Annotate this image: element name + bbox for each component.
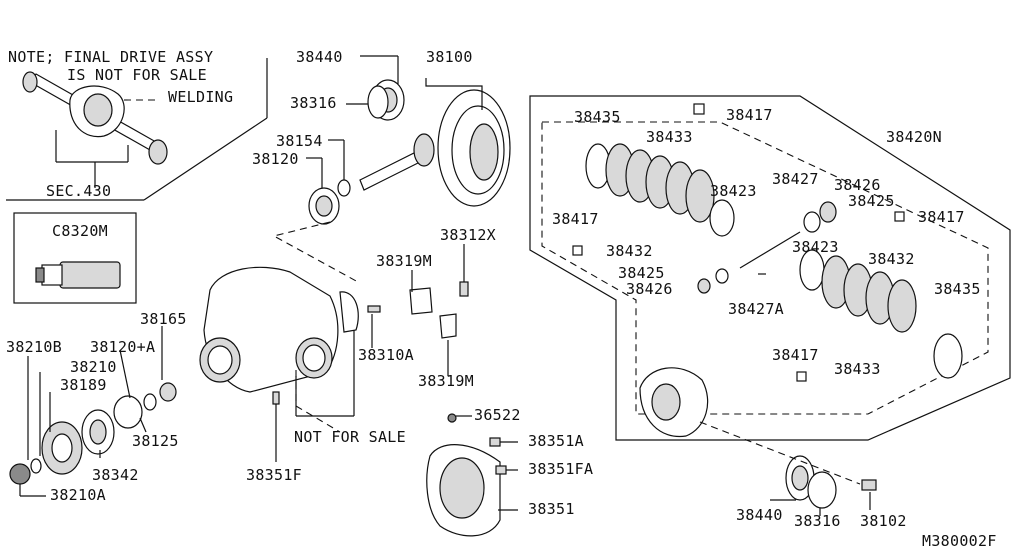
pinion-flange-group xyxy=(9,326,177,497)
not-for-sale-label: NOT FOR SALE xyxy=(294,428,406,446)
part-38351a[interactable]: 38351A xyxy=(528,432,584,450)
part-labels: 38440 38100 38316 38154 38120 38435 3841… xyxy=(6,48,997,550)
diagram-id: M380002F xyxy=(922,532,997,550)
part-38189[interactable]: 38189 xyxy=(60,376,107,394)
note-block: NOTE; FINAL DRIVE ASSY IS NOT FOR SALE W… xyxy=(8,48,233,200)
part-38432-right[interactable]: 38432 xyxy=(868,250,915,268)
tool-label: C8320M xyxy=(52,222,108,240)
note-line-2: IS NOT FOR SALE xyxy=(67,66,207,84)
part-38319m-top[interactable]: 38319M xyxy=(376,252,432,270)
part-38154[interactable]: 38154 xyxy=(276,132,323,150)
part-38426-top[interactable]: 38426 xyxy=(834,176,881,194)
part-38435-right[interactable]: 38435 xyxy=(934,280,981,298)
part-38125[interactable]: 38125 xyxy=(132,432,179,450)
part-38351fa[interactable]: 38351FA xyxy=(528,460,593,478)
note-line-1: NOTE; FINAL DRIVE ASSY xyxy=(8,48,213,66)
part-38423-top[interactable]: 38423 xyxy=(710,182,757,200)
part-38427a[interactable]: 38427A xyxy=(728,300,784,318)
diff-carrier-group xyxy=(199,244,469,462)
part-38120[interactable]: 38120 xyxy=(252,150,299,168)
lsd-assembly-group xyxy=(529,95,1011,441)
sec-430-ref[interactable]: SEC.430 xyxy=(46,182,111,200)
part-38210b[interactable]: 38210B xyxy=(6,338,62,356)
part-38432-left[interactable]: 38432 xyxy=(606,242,653,260)
part-38417-top[interactable]: 38417 xyxy=(726,106,773,124)
part-38102[interactable]: 38102 xyxy=(860,512,907,530)
part-38351[interactable]: 38351 xyxy=(528,500,575,518)
part-36522[interactable]: 36522 xyxy=(474,406,521,424)
diff-case-group xyxy=(639,367,877,516)
part-38310a[interactable]: 38310A xyxy=(358,346,414,364)
part-38100[interactable]: 38100 xyxy=(426,48,473,66)
part-38427[interactable]: 38427 xyxy=(772,170,819,188)
rear-cover-group xyxy=(426,413,518,537)
part-38440-top[interactable]: 38440 xyxy=(296,48,343,66)
part-38210a[interactable]: 38210A xyxy=(50,486,106,504)
part-38342[interactable]: 38342 xyxy=(92,466,139,484)
part-38420n[interactable]: 38420N xyxy=(886,128,942,146)
part-38165[interactable]: 38165 xyxy=(140,310,187,328)
part-38440-low[interactable]: 38440 xyxy=(736,506,783,524)
ring-gear-pinion-group xyxy=(272,55,511,283)
part-38417-low[interactable]: 38417 xyxy=(772,346,819,364)
part-38435-top[interactable]: 38435 xyxy=(574,108,621,126)
part-38316-top[interactable]: 38316 xyxy=(290,94,337,112)
part-38425-top[interactable]: 38425 xyxy=(848,192,895,210)
part-38312x[interactable]: 38312X xyxy=(440,226,496,244)
part-38210[interactable]: 38210 xyxy=(70,358,117,376)
part-38426-mid[interactable]: 38426 xyxy=(626,280,673,298)
part-38316-low[interactable]: 38316 xyxy=(794,512,841,530)
part-38433-low[interactable]: 38433 xyxy=(834,360,881,378)
welding-label: WELDING xyxy=(168,88,233,106)
part-38425-mid[interactable]: 38425 xyxy=(618,264,665,282)
axle-housing-illustration xyxy=(6,58,268,201)
tool-c8320m-box: C8320M xyxy=(13,212,137,304)
part-38423-mid[interactable]: 38423 xyxy=(792,238,839,256)
part-38433-top[interactable]: 38433 xyxy=(646,128,693,146)
part-38417-right[interactable]: 38417 xyxy=(918,208,965,226)
part-38417-left[interactable]: 38417 xyxy=(552,210,599,228)
part-38319m-low[interactable]: 38319M xyxy=(418,372,474,390)
part-38120a[interactable]: 38120+A xyxy=(90,338,155,356)
part-38351f[interactable]: 38351F xyxy=(246,466,302,484)
